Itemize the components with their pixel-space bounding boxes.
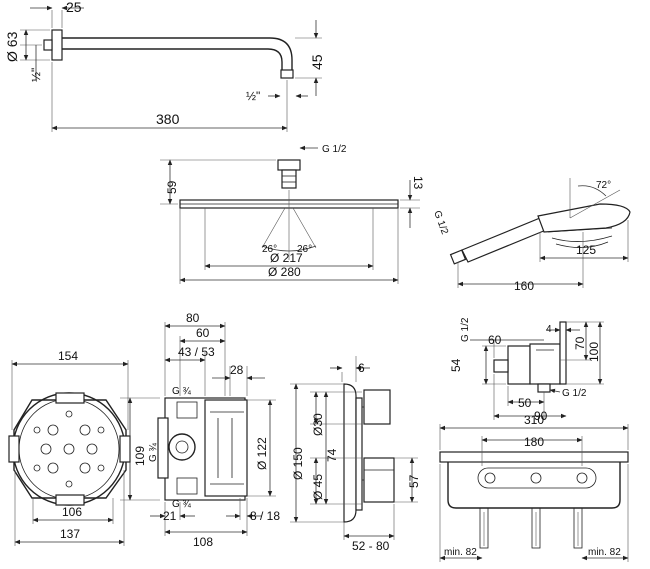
dim-label-holder-60: 60 <box>488 333 502 347</box>
dim-label-57: 57 <box>407 474 421 488</box>
dim-label-d150: Ø 150 <box>291 447 305 480</box>
dim-label-137: 137 <box>60 527 80 541</box>
shelf-drawing <box>439 424 629 562</box>
dim-label-109: 109 <box>133 446 147 466</box>
dim-label-80: 80 <box>186 311 200 325</box>
dim-label-d30: Ø30 <box>311 413 325 436</box>
dim-label-6: 6 <box>358 361 365 375</box>
dim-label-21: 21 <box>163 509 177 523</box>
dim-label-125: 125 <box>576 243 596 257</box>
dim-label-106: 106 <box>62 505 82 519</box>
dim-label-160: 160 <box>514 279 534 293</box>
dim-label-100: 100 <box>587 342 601 362</box>
dim-label-90: 90 <box>534 409 548 423</box>
dim-label-28: 28 <box>230 363 244 377</box>
holder-drawing <box>470 321 604 420</box>
hand-shower-drawing <box>449 178 631 288</box>
overhead-shower-drawing <box>160 145 420 284</box>
dim-label-108: 108 <box>193 535 213 549</box>
dim-label-70: 70 <box>573 336 587 350</box>
dim-label-4: 4 <box>546 324 552 335</box>
dim-label-g34-bottom: G ¾ <box>172 499 192 510</box>
dim-label-74: 74 <box>325 448 339 462</box>
dim-label-d122: Ø 122 <box>255 437 269 470</box>
wall-arm-drawing <box>20 5 322 132</box>
dim-label-59: 59 <box>165 180 179 194</box>
dim-label-g12-overhead: G 1/2 <box>322 144 347 155</box>
dim-label-d217: Ø 217 <box>270 251 303 265</box>
dim-label-angle-left: 26° <box>262 244 277 255</box>
dim-label-d63: Ø 63 <box>4 31 20 62</box>
dim-label-g12-hand: G 1/2 <box>431 209 450 236</box>
dim-label-g34-top: G ¾ <box>172 386 192 397</box>
dim-label-52-80: 52 - 80 <box>352 539 390 553</box>
dim-label-min82-right: min. 82 <box>588 547 621 558</box>
dim-label-310: 310 <box>524 413 544 427</box>
dim-label-380: 380 <box>156 111 180 127</box>
dim-label-13: 13 <box>411 176 425 190</box>
dim-label-154: 154 <box>58 349 78 363</box>
dim-label-angle-right: 26° <box>297 244 312 255</box>
dim-label-180: 180 <box>524 435 544 449</box>
dim-label-60: 60 <box>196 326 210 340</box>
dim-label-8-18: 8 / 18 <box>250 509 280 523</box>
dim-label-min82-left: min. 82 <box>444 547 477 558</box>
install-box-side-drawing <box>120 322 276 536</box>
dim-label-g12-holder-top: G 1/2 <box>460 317 471 342</box>
dim-label-d280: Ø 280 <box>268 265 301 279</box>
thermostat-drawing <box>290 356 418 540</box>
dim-label-25: 25 <box>66 0 82 15</box>
dim-label-thread-right: ½" <box>246 89 260 103</box>
dim-label-g12-holder-right: G 1/2 <box>562 388 587 399</box>
dim-label-d45: Ø 45 <box>311 474 325 500</box>
dim-label-angle-72: 72° <box>596 180 611 191</box>
dim-label-g34-side: G ¾ <box>148 442 159 462</box>
dim-label-43-53: 43 / 53 <box>178 345 215 359</box>
dim-label-45: 45 <box>309 54 325 70</box>
dim-label-54: 54 <box>449 358 463 372</box>
dim-label-50: 50 <box>518 396 532 410</box>
dim-label-thread-left: ½" <box>29 68 43 82</box>
